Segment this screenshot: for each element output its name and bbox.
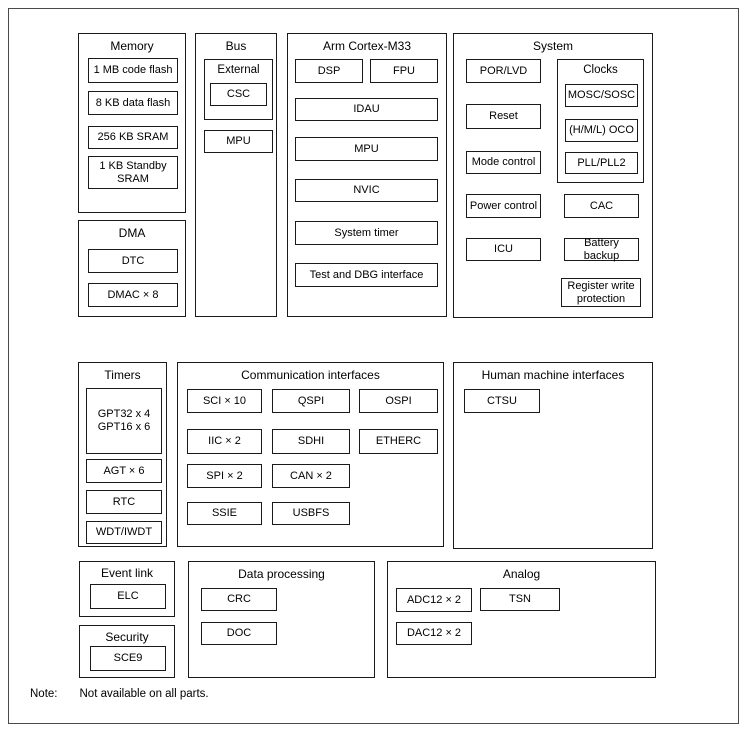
- comm-title: Communication interfaces: [241, 368, 380, 382]
- box-code-flash: 1 MB code flash: [88, 58, 178, 83]
- footnote-label: Note:: [30, 688, 58, 700]
- box-sci: SCI × 10: [187, 389, 262, 413]
- box-qspi: QSPI: [272, 389, 350, 413]
- footnote: Note: Not available on all parts.: [30, 688, 209, 700]
- box-pll: PLL/PLL2: [565, 152, 638, 174]
- box-ssie: SSIE: [187, 502, 262, 525]
- timers-block: Timers GPT32 x 4 GPT16 x 6 AGT × 6 RTC W…: [78, 362, 167, 547]
- box-doc: DOC: [201, 622, 277, 645]
- data-processing-block: Data processing CRC DOC: [188, 561, 375, 678]
- box-mode-control: Mode control: [466, 151, 541, 174]
- box-ctsu: CTSU: [464, 389, 540, 413]
- timers-title: Timers: [104, 368, 141, 382]
- system-title: System: [532, 39, 573, 53]
- cortex-title: Arm Cortex-M33: [322, 39, 411, 53]
- box-gpt: GPT32 x 4 GPT16 x 6: [86, 388, 162, 454]
- box-rtc: RTC: [86, 490, 162, 514]
- box-nvic: NVIC: [295, 179, 438, 202]
- box-mosc-sosc: MOSC/SOSC: [565, 84, 638, 107]
- box-sdhi: SDHI: [272, 429, 350, 454]
- memory-block: Memory 1 MB code flash 8 KB data flash 2…: [78, 33, 186, 213]
- box-csc: CSC: [210, 83, 267, 106]
- security-title: Security: [105, 630, 149, 644]
- box-agt: AGT × 6: [86, 459, 162, 483]
- box-register-write-protection: Register write protection: [561, 278, 641, 307]
- box-adc12: ADC12 × 2: [396, 588, 472, 612]
- box-tsn: TSN: [480, 588, 560, 611]
- dma-title: DMA: [118, 226, 146, 240]
- box-usbfs: USBFS: [272, 502, 350, 525]
- bus-title: Bus: [225, 39, 247, 53]
- clocks-title: Clocks: [583, 64, 618, 76]
- memory-title: Memory: [110, 39, 154, 53]
- box-system-timer: System timer: [295, 221, 438, 245]
- box-bus-mpu: MPU: [204, 130, 273, 153]
- gpt-line-1: GPT32 x 4: [97, 408, 151, 421]
- gpt-line-2: GPT16 x 6: [97, 421, 151, 433]
- box-etherc: ETHERC: [359, 429, 438, 454]
- box-sram: 256 KB SRAM: [88, 126, 178, 149]
- box-test-dbg: Test and DBG interface: [295, 263, 438, 287]
- box-dac12: DAC12 × 2: [396, 622, 472, 645]
- box-idau: IDAU: [295, 98, 438, 121]
- box-can: CAN × 2: [272, 464, 350, 488]
- box-por-lvd: POR/LVD: [466, 59, 541, 83]
- event-link-title: Event link: [100, 566, 154, 580]
- box-reset: Reset: [466, 104, 541, 129]
- dma-block: DMA DTC DMAC × 8: [78, 220, 186, 317]
- box-cac: CAC: [564, 194, 639, 218]
- bus-block: Bus External CSC MPU: [195, 33, 277, 317]
- box-dtc: DTC: [88, 249, 178, 273]
- clocks-subblock: Clocks MOSC/SOSC (H/M/L) OCO PLL/PLL2: [557, 59, 644, 183]
- box-spi: SPI × 2: [187, 464, 262, 488]
- external-subblock: External CSC: [204, 59, 273, 120]
- box-oco: (H/M/L) OCO: [565, 119, 638, 142]
- box-elc: ELC: [90, 584, 166, 609]
- box-icu: ICU: [466, 238, 541, 261]
- event-link-block: Event link ELC: [79, 561, 175, 617]
- box-crc: CRC: [201, 588, 277, 611]
- box-standby-sram: 1 KB Standby SRAM: [88, 156, 178, 189]
- box-iic: IIC × 2: [187, 429, 262, 454]
- system-block: System POR/LVD Reset Mode control Power …: [453, 33, 653, 318]
- diagram-frame: [8, 8, 739, 724]
- box-wdt-iwdt: WDT/IWDT: [86, 521, 162, 544]
- box-dmac: DMAC × 8: [88, 283, 178, 307]
- security-block: Security SCE9: [79, 625, 175, 678]
- box-dsp: DSP: [295, 59, 363, 83]
- external-title: External: [217, 64, 260, 76]
- cortex-block: Arm Cortex-M33 DSP FPU IDAU MPU NVIC Sys…: [287, 33, 447, 317]
- box-cortex-mpu: MPU: [295, 137, 438, 161]
- analog-block: Analog ADC12 × 2 TSN DAC12 × 2: [387, 561, 656, 678]
- hmi-block: Human machine interfaces CTSU: [453, 362, 653, 549]
- data-processing-title: Data processing: [238, 567, 325, 581]
- footnote-text: Not available on all parts.: [79, 688, 209, 700]
- box-ospi: OSPI: [359, 389, 438, 413]
- box-data-flash: 8 KB data flash: [88, 91, 178, 115]
- analog-title: Analog: [502, 567, 541, 581]
- box-power-control: Power control: [466, 194, 541, 218]
- box-battery-backup: Battery backup: [564, 237, 639, 262]
- box-sce9: SCE9: [90, 646, 166, 671]
- comm-block: Communication interfaces SCI × 10 QSPI O…: [177, 362, 444, 547]
- box-fpu: FPU: [370, 59, 438, 83]
- hmi-title: Human machine interfaces: [481, 368, 625, 382]
